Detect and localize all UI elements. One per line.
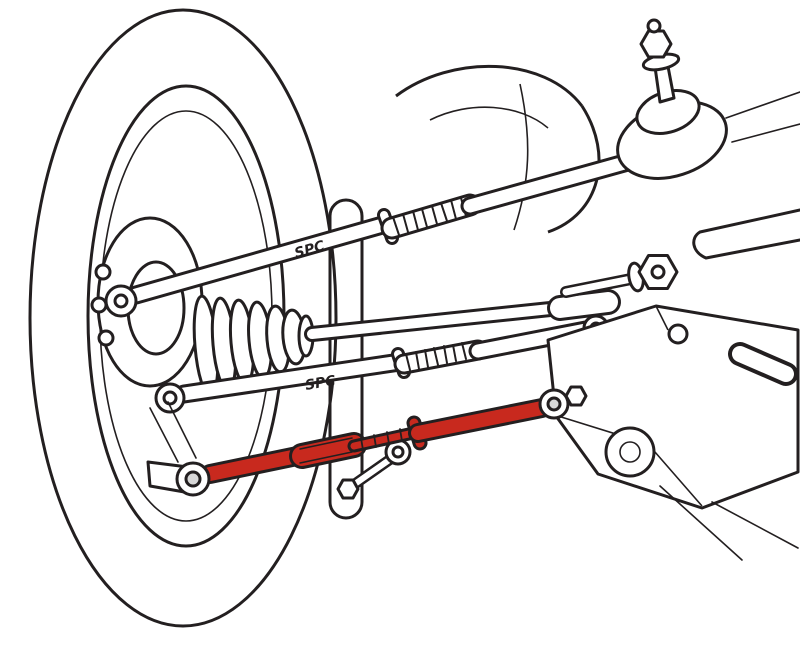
small-fasteners	[149, 385, 588, 500]
toe-arm-right-eye-bore	[546, 396, 562, 412]
adjuster-facet-line	[299, 451, 353, 464]
thread-hatch	[424, 349, 429, 368]
bracket-slot-core	[732, 346, 794, 382]
middle-arm-thread-hatches	[405, 342, 467, 371]
thread-hatch	[415, 351, 420, 370]
middle-arm-tube-core	[177, 355, 407, 401]
upper-arm-bushing-bore	[113, 293, 129, 309]
trailing-bar	[692, 208, 800, 260]
wheel-stud	[97, 329, 115, 347]
knuckle-curve	[395, 64, 584, 107]
stud-tip	[646, 18, 662, 34]
brake-rotor	[28, 8, 338, 628]
red-toe-arm	[146, 388, 570, 497]
small-bolt-head	[336, 478, 360, 500]
bushing-bore	[391, 445, 405, 459]
upper-adjustable-arm: SPC	[104, 152, 638, 318]
toe-arm-adjuster-hex	[292, 435, 364, 466]
thread-hatch	[452, 344, 457, 362]
bracket-fold-line	[655, 305, 669, 331]
trailing-bar-edge	[704, 238, 800, 260]
thread-hatch	[402, 213, 409, 233]
bolt-shaft-core	[562, 274, 640, 296]
small-bolt-shaft-core	[349, 455, 395, 489]
adjuster-facet-line	[299, 437, 353, 450]
thread-hatch	[440, 202, 448, 222]
wheel-stud	[90, 296, 108, 314]
knuckle-curve	[547, 105, 601, 234]
frame-line	[711, 501, 799, 549]
upper-arm-tube-core	[129, 217, 393, 302]
inner-joint-core	[550, 292, 618, 318]
thread-hatch	[433, 347, 439, 366]
ball-joint-assembly	[616, 18, 800, 180]
rotor-outer	[28, 8, 338, 628]
bracket-small-hole	[667, 323, 689, 345]
upper-arm-tube-core	[463, 155, 635, 213]
frame-line	[725, 91, 800, 119]
cv-axle	[192, 289, 621, 398]
subframe-bracket	[546, 304, 800, 561]
stud-nut	[639, 29, 673, 59]
knuckle-curve	[429, 106, 549, 129]
rod-thread-hatch	[386, 431, 390, 445]
thread-hatch	[412, 210, 419, 231]
frame-line	[659, 485, 743, 561]
knuckle-outline	[395, 64, 601, 234]
spc-logo: SPC	[304, 373, 338, 394]
trailing-bar-edge	[698, 208, 800, 234]
rod-thread-hatch	[373, 434, 377, 448]
mount-link-line	[149, 407, 179, 463]
thread-hatch	[405, 353, 411, 371]
middle-arm-bushing-bore	[162, 390, 178, 406]
thread-hatch	[421, 208, 428, 228]
thread-hatch	[450, 199, 457, 220]
toe-arm-tube-right	[411, 401, 549, 440]
toe-arm-tube-left	[203, 448, 309, 481]
rod-thread-hatch	[399, 428, 403, 442]
knuckle-curve	[513, 83, 529, 231]
toe-arm-left-eye-bore	[184, 470, 202, 488]
thread-hatch	[431, 205, 438, 225]
wheel-stud	[94, 263, 112, 281]
mount-link-line	[167, 401, 197, 459]
rod-thread-hatch	[360, 437, 364, 451]
toe-arm-threaded-rod	[350, 428, 422, 450]
middle-arm-threads-core	[396, 342, 486, 372]
thread-hatch	[392, 216, 400, 236]
bracket-hole	[604, 426, 656, 478]
trailing-bar-end	[692, 230, 707, 260]
bracket-hole-ring	[619, 441, 641, 463]
hex-bolt	[560, 254, 679, 298]
frame-line	[731, 123, 800, 143]
thread-hatch	[443, 345, 448, 364]
bolt-head-center	[650, 264, 666, 280]
thread-hatch	[461, 342, 467, 360]
